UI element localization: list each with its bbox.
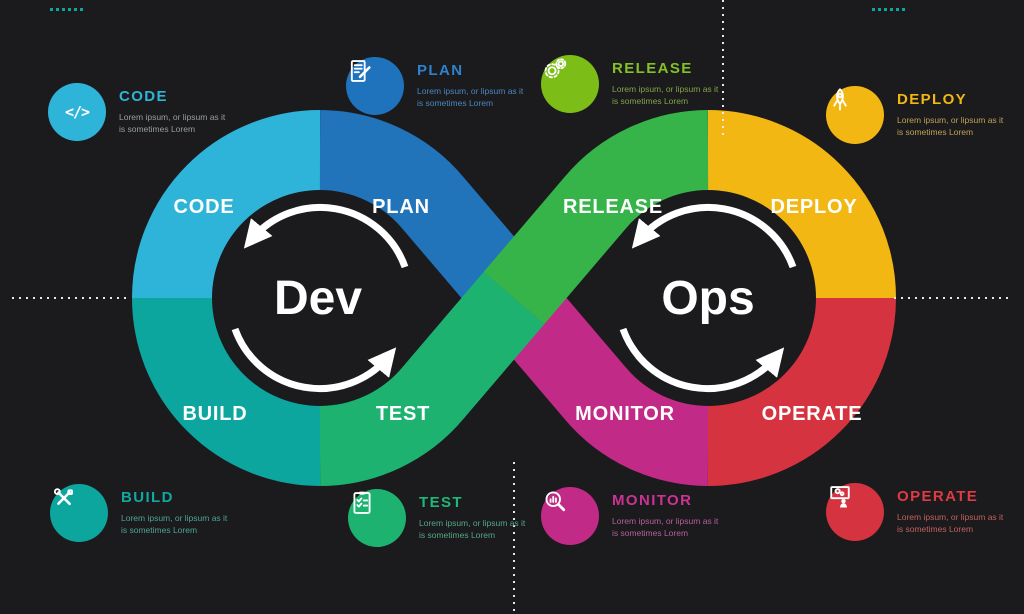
ops-cycle-arrow-bottom — [619, 327, 785, 393]
dotted-line-top — [722, 0, 724, 140]
segment-label-monitor: MONITOR — [575, 403, 675, 425]
release-icon — [544, 58, 567, 79]
badge-operate-circle — [826, 483, 884, 541]
badge-code-label: CODE — [119, 88, 168, 105]
badge-build-description: Lorem ipsum, or lipsum as it is sometime… — [121, 513, 228, 535]
badge-release-label: RELEASE — [612, 60, 693, 77]
badge-release-circle — [541, 55, 599, 113]
badge-monitor-description: Lorem ipsum, or lipsum as it is sometime… — [612, 516, 719, 538]
segment-label-plan: PLAN — [372, 196, 430, 218]
dev-cycle-arrow-bottom — [231, 327, 397, 393]
badge-code-description: Lorem ipsum, or lipsum as it is sometime… — [119, 112, 226, 134]
segment-label-release: RELEASE — [563, 196, 663, 218]
code-icon: </> — [64, 103, 90, 121]
badge-release: RELEASE Lorem ipsum, or lipsum as it is … — [541, 55, 724, 113]
segment-deploy — [706, 110, 896, 300]
segment-monitor — [483, 272, 710, 486]
test-icon — [353, 491, 371, 514]
badge-test-circle — [348, 489, 406, 547]
segment-build — [132, 296, 322, 486]
badge-operate: OPERATE Lorem ipsum, or lipsum as it is … — [826, 483, 1009, 541]
badge-deploy-description: Lorem ipsum, or lipsum as it is sometime… — [897, 115, 1004, 137]
segment-release — [483, 110, 710, 324]
badge-code: </> CODE Lorem ipsum, or lipsum as it is… — [48, 83, 231, 141]
segment-plan — [318, 110, 545, 324]
badge-code-circle: </> — [48, 83, 106, 141]
dotted-line-bottom — [513, 462, 515, 614]
deploy-icon — [833, 88, 847, 111]
plan-icon — [350, 60, 371, 82]
badge-deploy: DEPLOY Lorem ipsum, or lipsum as it is s… — [826, 86, 1009, 144]
segment-label-test: TEST — [376, 403, 430, 425]
segment-label-build: BUILD — [182, 403, 247, 425]
dev-label: Dev — [274, 272, 362, 325]
badge-monitor-circle — [541, 487, 599, 545]
badge-test: TEST Lorem ipsum, or lipsum as it is som… — [348, 489, 531, 547]
badge-monitor-label: MONITOR — [612, 492, 693, 509]
corner-decoration-left — [50, 8, 84, 11]
badge-test-description: Lorem ipsum, or lipsum as it is sometime… — [419, 518, 526, 540]
badge-deploy-label: DEPLOY — [897, 91, 968, 108]
badge-operate-label: OPERATE — [897, 488, 979, 505]
ops-cycle-arrow-top — [631, 203, 797, 269]
badge-release-description: Lorem ipsum, or lipsum as it is sometime… — [612, 84, 719, 106]
badge-plan-label: PLAN — [417, 62, 464, 79]
badge-plan-circle — [346, 57, 404, 115]
badge-build-label: BUILD — [121, 489, 174, 506]
badge-plan: PLAN Lorem ipsum, or lipsum as it is som… — [346, 57, 529, 115]
segment-operate — [706, 296, 896, 486]
badge-build: BUILD Lorem ipsum, or lipsum as it is so… — [50, 484, 233, 542]
dotted-line-right — [894, 297, 1012, 299]
build-icon — [53, 488, 73, 506]
segment-code — [132, 110, 322, 300]
badge-plan-description: Lorem ipsum, or lipsum as it is sometime… — [417, 86, 524, 108]
badge-monitor: MONITOR Lorem ipsum, or lipsum as it is … — [541, 487, 724, 545]
badge-build-circle — [50, 484, 108, 542]
badge-deploy-circle — [826, 86, 884, 144]
segment-label-operate: OPERATE — [762, 403, 863, 425]
segment-label-code: CODE — [174, 196, 235, 218]
ops-label: Ops — [661, 272, 754, 325]
badge-operate-description: Lorem ipsum, or lipsum as it is sometime… — [897, 512, 1004, 534]
dotted-line-left — [12, 297, 130, 299]
dev-cycle-arrow-top — [243, 203, 409, 269]
segment-test — [318, 272, 545, 486]
monitor-icon — [545, 491, 566, 512]
segment-label-deploy: DEPLOY — [770, 196, 857, 218]
operate-icon — [830, 486, 850, 508]
badge-test-label: TEST — [419, 494, 463, 511]
corner-decoration-right — [872, 8, 906, 11]
